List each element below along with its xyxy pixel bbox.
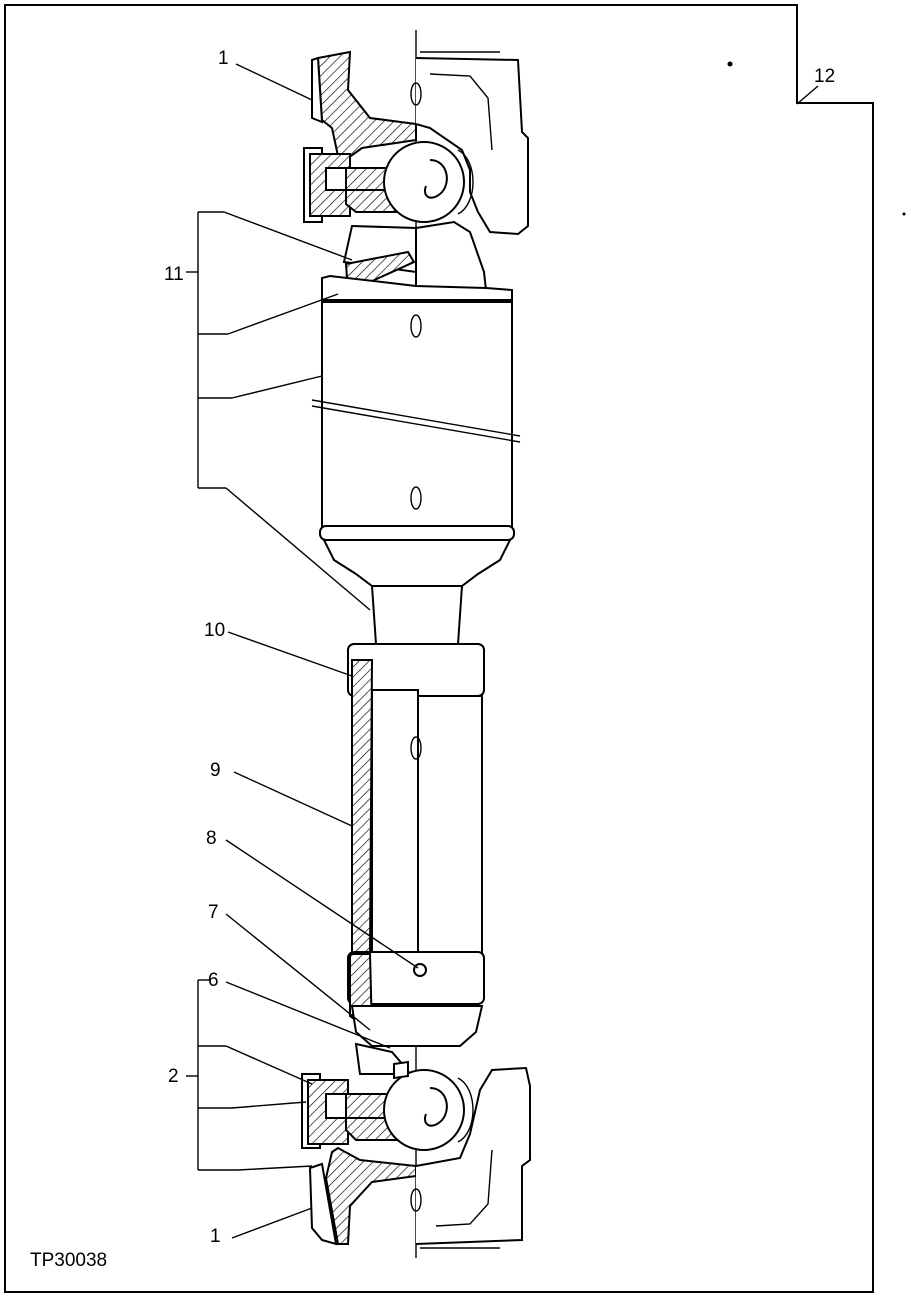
top-yoke bbox=[311, 50, 529, 236]
top-cross-bearing bbox=[303, 141, 474, 223]
bottom-cross-bearing bbox=[301, 1060, 474, 1151]
bottom-yoke bbox=[308, 1066, 531, 1249]
page-border bbox=[4, 4, 874, 1293]
figure-code: TP30038 bbox=[30, 1250, 107, 1271]
callout-1-bottom: 1 bbox=[210, 1226, 221, 1247]
callout-12: 12 bbox=[814, 66, 835, 87]
callout-10: 10 bbox=[204, 620, 225, 641]
neck bbox=[370, 585, 464, 645]
callout-8: 8 bbox=[206, 828, 217, 849]
outer-tube bbox=[311, 301, 521, 587]
callout-7: 7 bbox=[208, 902, 219, 923]
callout-1-top: 1 bbox=[218, 48, 229, 69]
top-slip-yoke bbox=[321, 220, 513, 301]
callout-6: 6 bbox=[208, 970, 219, 991]
ink-dot bbox=[902, 212, 906, 216]
callout-labels: 1 12 11 10 9 8 7 6 2 1 bbox=[164, 48, 835, 1247]
callout-leaders bbox=[186, 63, 819, 1239]
ink-dot bbox=[727, 61, 733, 67]
callout-11: 11 bbox=[164, 264, 184, 285]
callout-9: 9 bbox=[210, 760, 221, 781]
inner-tube bbox=[347, 643, 485, 1035]
callout-2: 2 bbox=[168, 1066, 179, 1087]
